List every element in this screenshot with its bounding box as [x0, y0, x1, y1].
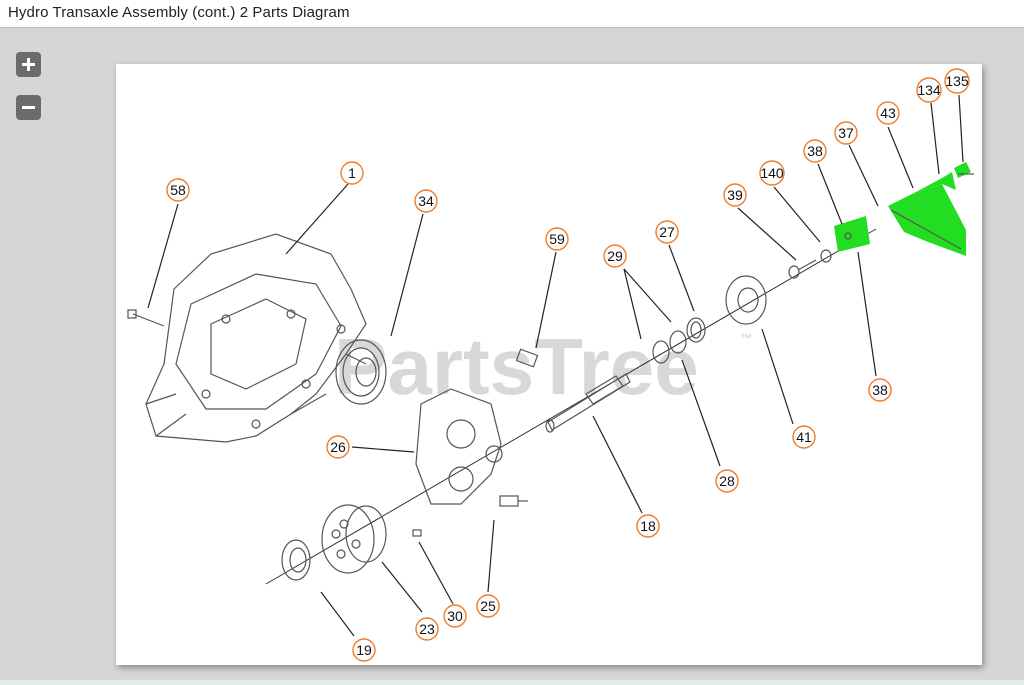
leader-lines: [147, 94, 964, 637]
callout-label: 38: [807, 143, 823, 159]
bolt-58[interactable]: [127, 309, 165, 327]
bottom-strip: [0, 680, 1024, 685]
screw-135-highlight[interactable]: [954, 162, 974, 178]
callout-41[interactable]: 41: [792, 425, 816, 449]
callout-label: 23: [419, 621, 435, 637]
callout-label: 39: [727, 187, 743, 203]
callout-39[interactable]: 39: [723, 183, 747, 207]
zoom-out-button[interactable]: [16, 95, 41, 120]
callout-1[interactable]: 1: [340, 161, 364, 185]
callout-label: 140: [760, 165, 784, 181]
key-30[interactable]: [412, 529, 422, 537]
fitting-25[interactable]: [499, 495, 528, 507]
parts-diagram[interactable]: PartsTree ™: [116, 64, 982, 665]
watermark: PartsTree: [334, 322, 699, 411]
washer-27[interactable]: [686, 317, 706, 343]
lever-43-highlight[interactable]: [888, 184, 966, 256]
cylinder-block-23[interactable]: [321, 504, 387, 574]
callout-58[interactable]: 58: [166, 178, 190, 202]
watermark-tm: ™: [740, 331, 752, 345]
callout-28[interactable]: 28: [715, 469, 739, 493]
callout-43[interactable]: 43: [876, 101, 900, 125]
callout-label: 19: [356, 642, 372, 658]
zoom-in-button[interactable]: [16, 52, 41, 77]
callout-label: 27: [659, 224, 675, 240]
pin-59[interactable]: [515, 348, 539, 368]
callout-26[interactable]: 26: [326, 435, 350, 459]
callout-label: 135: [945, 73, 969, 89]
page-title: Hydro Transaxle Assembly (cont.) 2 Parts…: [8, 4, 350, 21]
callout-label: 34: [418, 193, 434, 209]
arm-38-highlight[interactable]: [834, 216, 870, 252]
callout-30[interactable]: 30: [443, 604, 467, 628]
nut-140[interactable]: [820, 249, 832, 263]
callout-135[interactable]: 135: [944, 68, 970, 94]
diagram-svg: PartsTree ™: [127, 68, 974, 662]
callout-label: 25: [480, 598, 496, 614]
washers-29[interactable]: [652, 330, 687, 364]
callout-label: 134: [917, 82, 941, 98]
callout-label: 37: [838, 125, 854, 141]
center-section-26[interactable]: [415, 388, 503, 505]
callout-37[interactable]: 37: [834, 121, 858, 145]
callout-label: 43: [880, 105, 896, 121]
callout-59[interactable]: 59: [545, 227, 569, 251]
callout-134[interactable]: 134: [916, 77, 942, 103]
callout-label: 41: [796, 429, 812, 445]
callout-label: 1: [348, 165, 356, 181]
seal-19[interactable]: [281, 539, 311, 581]
assembly-axis: [265, 228, 877, 585]
bracket-134-highlight[interactable]: [916, 172, 956, 192]
callout-label: 18: [640, 518, 656, 534]
callout-label: 26: [330, 439, 346, 455]
callout-140[interactable]: 140: [759, 160, 785, 186]
callout-38-top[interactable]: 38: [803, 139, 827, 163]
callout-34[interactable]: 34: [414, 189, 438, 213]
title-bar: Hydro Transaxle Assembly (cont.) 2 Parts…: [0, 0, 1024, 28]
callout-label: 59: [549, 231, 565, 247]
callout-label: 58: [170, 182, 186, 198]
callout-label: 30: [447, 608, 463, 624]
ring-34[interactable]: [335, 339, 387, 405]
bolt-39[interactable]: [788, 259, 817, 279]
shaft-18[interactable]: [545, 373, 631, 433]
callout-27[interactable]: 27: [655, 220, 679, 244]
callout-23[interactable]: 23: [415, 617, 439, 641]
callout-label: 29: [607, 248, 623, 264]
callout-29[interactable]: 29: [603, 244, 627, 268]
callout-18[interactable]: 18: [636, 514, 660, 538]
callout-25[interactable]: 25: [476, 594, 500, 618]
seal-41[interactable]: [725, 275, 767, 325]
callout-38-bottom[interactable]: 38: [868, 378, 892, 402]
callout-label: 38: [872, 382, 888, 398]
callout-19[interactable]: 19: [352, 638, 376, 662]
callout-label: 28: [719, 473, 735, 489]
housing-part[interactable]: [145, 233, 367, 443]
